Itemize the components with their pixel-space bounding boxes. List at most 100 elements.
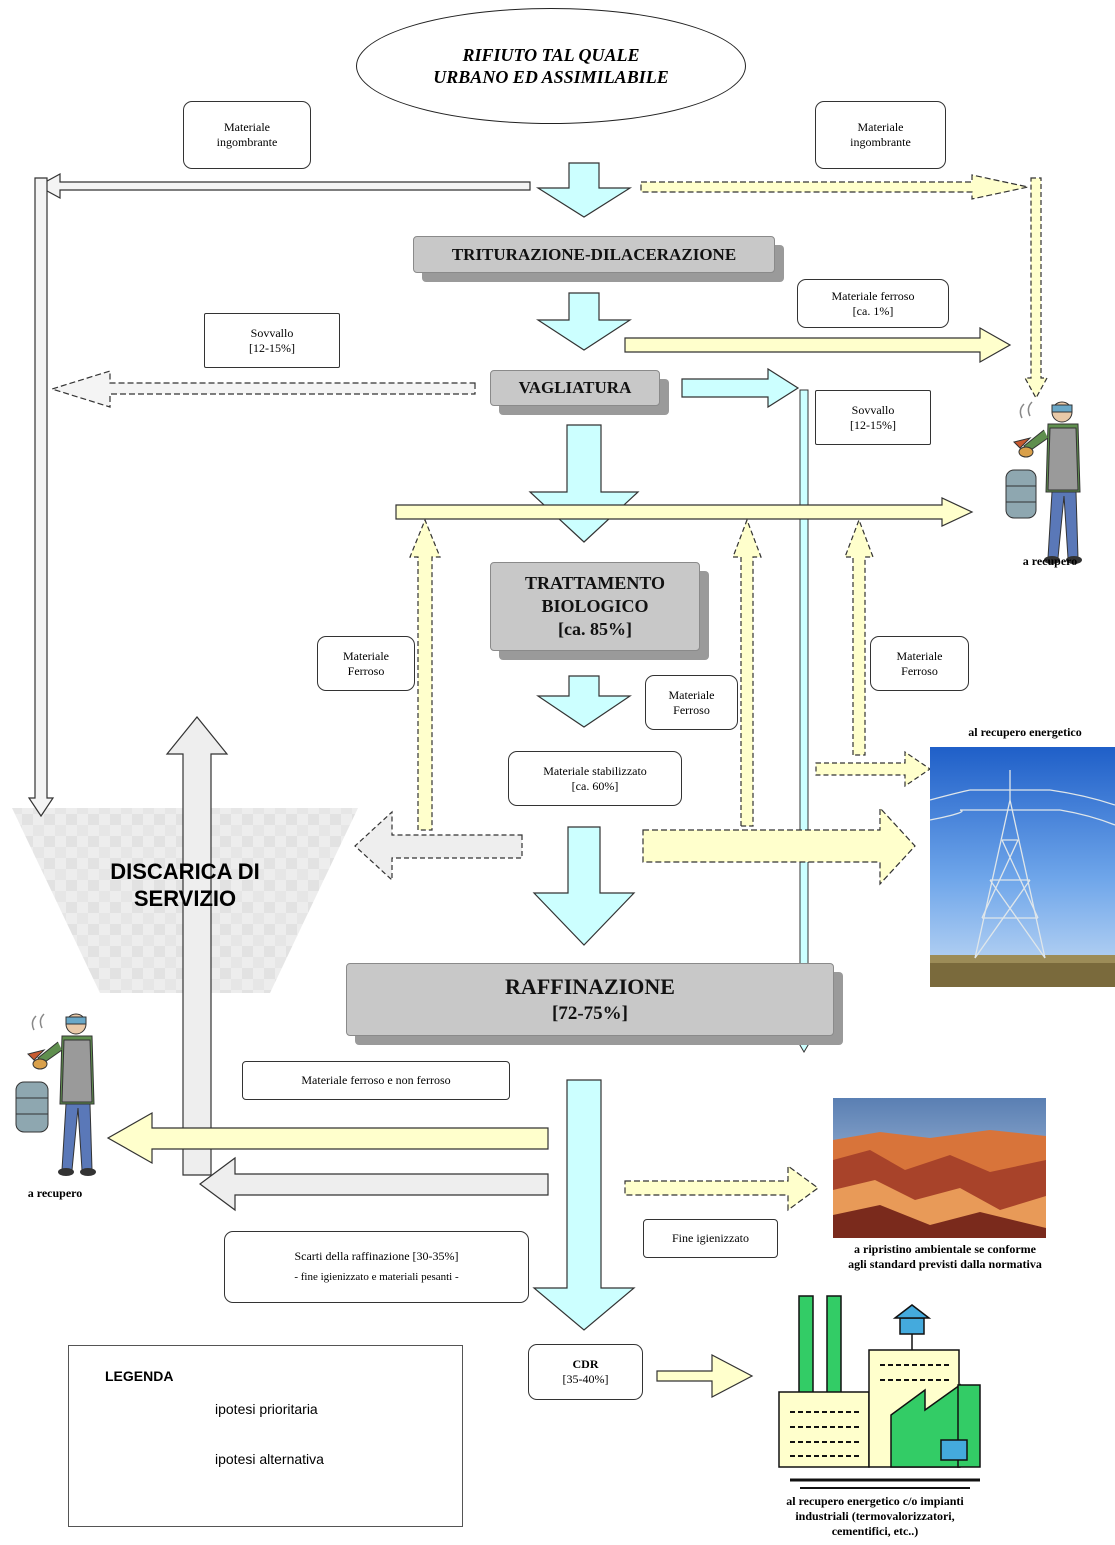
factory-icon [778,1295,981,1489]
step-refining: RAFFINAZIONE [72-75%] [346,963,834,1036]
arrow-ferrous-up-a [409,518,441,831]
label-industrial-l3: cementifici, etc..) [831,1524,919,1538]
arrow-landfill-down [27,177,55,818]
box-ferrous-1pct-l2: [ca. 1%] [852,303,894,318]
landfill-label: DISCARICA DI SERVIZIO [60,858,310,912]
label-recovery-right: a recupero [1022,554,1078,568]
legend: LEGENDA ipotesi prioritaria ipotesi alte… [68,1345,463,1527]
box-oversize-right: Sovvallo [12-15%] [815,390,931,445]
step-screening-label: VAGLIATURA [518,378,632,397]
box-ferrous-c: Materiale Ferroso [870,636,969,691]
box-bulky-right-l1: Materiale [857,120,904,134]
box-ferrous-b-l1: Materiale [668,687,715,702]
arrow-bulky-right [640,174,1029,200]
landfill-l2: SERVIZIO [133,886,237,911]
arrow-ferrous-up-c [844,518,874,756]
arrow-trit-down [535,292,633,351]
box-oversize-left: Sovvallo [12-15%] [204,313,340,368]
box-bulky-left-l2: ingombrante [216,135,278,149]
box-oversize-left-l1: Sovvallo [250,325,294,340]
arrow-bulky-left [36,172,531,200]
label-energy: al recupero energetico [968,725,1082,739]
step-biological-l1: TRATTAMENTO [524,573,666,593]
source-line2: URBANO ED ASSIMILABILE [433,67,669,87]
box-ferrous-nonferrous: Materiale ferroso e non ferroso [242,1061,510,1100]
arrow-collector-right [395,497,974,527]
box-ferrous-c-l2: Ferroso [901,663,938,678]
step-trituration: TRITURAZIONE-DILACERAZIONE [413,236,775,273]
box-ferrous-a-l1: Materiale [343,648,389,663]
arrow-screening-down [793,389,815,1053]
arrow-fine-right [624,1164,820,1212]
box-cdr: CDR [35-40%] [528,1344,643,1400]
box-cdr-l2: [35-40%] [562,1372,609,1386]
arrow-stab-to-landfill [354,810,523,882]
box-ferrous-b: Materiale Ferroso [645,675,738,730]
legend-title: LEGENDA [105,1368,174,1384]
label-env-l1: a ripristino ambientale se conforme [854,1242,1036,1256]
box-ferrous-a-l2: Ferroso [347,663,385,678]
label-recovery-left: a recupero [27,1186,83,1200]
box-bulky-right: Materiale ingombrante [815,101,946,169]
arrow-cdr-down [532,1079,636,1331]
arrow-waste-up [165,716,229,1176]
arrow-ferrous-right [624,326,1012,364]
arrow-bio-down [536,675,632,728]
arrow-metal-left [106,1111,549,1165]
box-fine-l1: Fine igienizzato [672,1231,749,1245]
legend-primary: ipotesi prioritaria [215,1401,318,1417]
label-industrial-l1: al recupero energetico c/o impianti [786,1494,964,1508]
box-fine: Fine igienizzato [643,1219,778,1258]
box-bulky-left: Materiale ingombrante [183,101,311,169]
box-stabilized-l2: [ca. 60%] [571,778,619,793]
box-bulky-left-l1: Materiale [224,120,270,134]
arrow-waste-left [198,1156,549,1212]
arrow-source-down [535,162,633,218]
box-ferrous-nonferrous-l1: Materiale ferroso e non ferroso [301,1073,451,1087]
box-waste-l2: - fine igienizzato e materiali pesanti - [294,1271,459,1283]
step-refining-l2: [72-75%] [552,1002,628,1024]
box-cdr-l1: CDR [572,1357,599,1371]
box-waste: Scarti della raffinazione [30-35%] - fin… [224,1231,529,1303]
power-line-image [929,747,1115,987]
label-industrial: al recupero energetico c/o impianti indu… [755,1494,995,1539]
source-ellipse: RIFIUTO TAL QUALE URBANO ED ASSIMILABILE [356,8,746,124]
box-waste-l1: Scarti della raffinazione [30-35%] [294,1249,459,1263]
arrow-energy-big [642,806,916,886]
arrow-cdr-right [656,1354,754,1398]
label-env-l2: agli standard previsti dalla normativa [848,1257,1042,1271]
box-ferrous-a: Materiale Ferroso [317,636,415,691]
source-line1: RIFIUTO TAL QUALE [462,45,640,65]
arrow-energy-small [815,750,932,788]
landfill-l1: DISCARICA DI [110,859,260,884]
box-ferrous-1pct: Materiale ferroso [ca. 1%] [797,279,949,328]
box-oversize-left-l2: [12-15%] [249,340,295,355]
arrow-bulky-down-right [1023,177,1049,400]
arrow-oversize-left [49,370,476,408]
factory-windows [790,1364,950,1457]
box-oversize-right-l2: [12-15%] [850,417,896,432]
box-ferrous-1pct-l1: Materiale ferroso [831,288,915,303]
worker-icon-right [1005,401,1082,564]
arrow-screen-right [681,367,800,409]
box-bulky-right-l2: ingombrante [850,135,911,149]
box-ferrous-c-l1: Materiale [896,648,943,663]
step-biological: TRATTAMENTO BIOLOGICO [ca. 85%] [490,562,700,651]
step-biological-l2: BIOLOGICO [541,596,649,616]
step-biological-l3: [ca. 85%] [558,619,632,639]
arrow-ferrous-up-b [732,518,762,827]
step-trituration-label: TRITURAZIONE-DILACERAZIONE [451,244,737,264]
box-ferrous-b-l2: Ferroso [673,702,710,717]
box-oversize-right-l1: Sovvallo [851,402,895,417]
canyon-image [833,1098,1046,1238]
legend-alternative: ipotesi alternativa [215,1451,324,1467]
box-stabilized: Materiale stabilizzato [ca. 60%] [508,751,682,806]
worker-icon-left [15,1013,96,1176]
arrow-stab-down [532,826,636,946]
label-env: a ripristino ambientale se conforme agli… [800,1242,1090,1272]
label-industrial-l2: industriali (termovalorizzatori, [795,1509,955,1523]
box-stabilized-l1: Materiale stabilizzato [543,763,647,778]
arrow-screen-down [528,424,640,543]
step-screening: VAGLIATURA [490,370,660,406]
